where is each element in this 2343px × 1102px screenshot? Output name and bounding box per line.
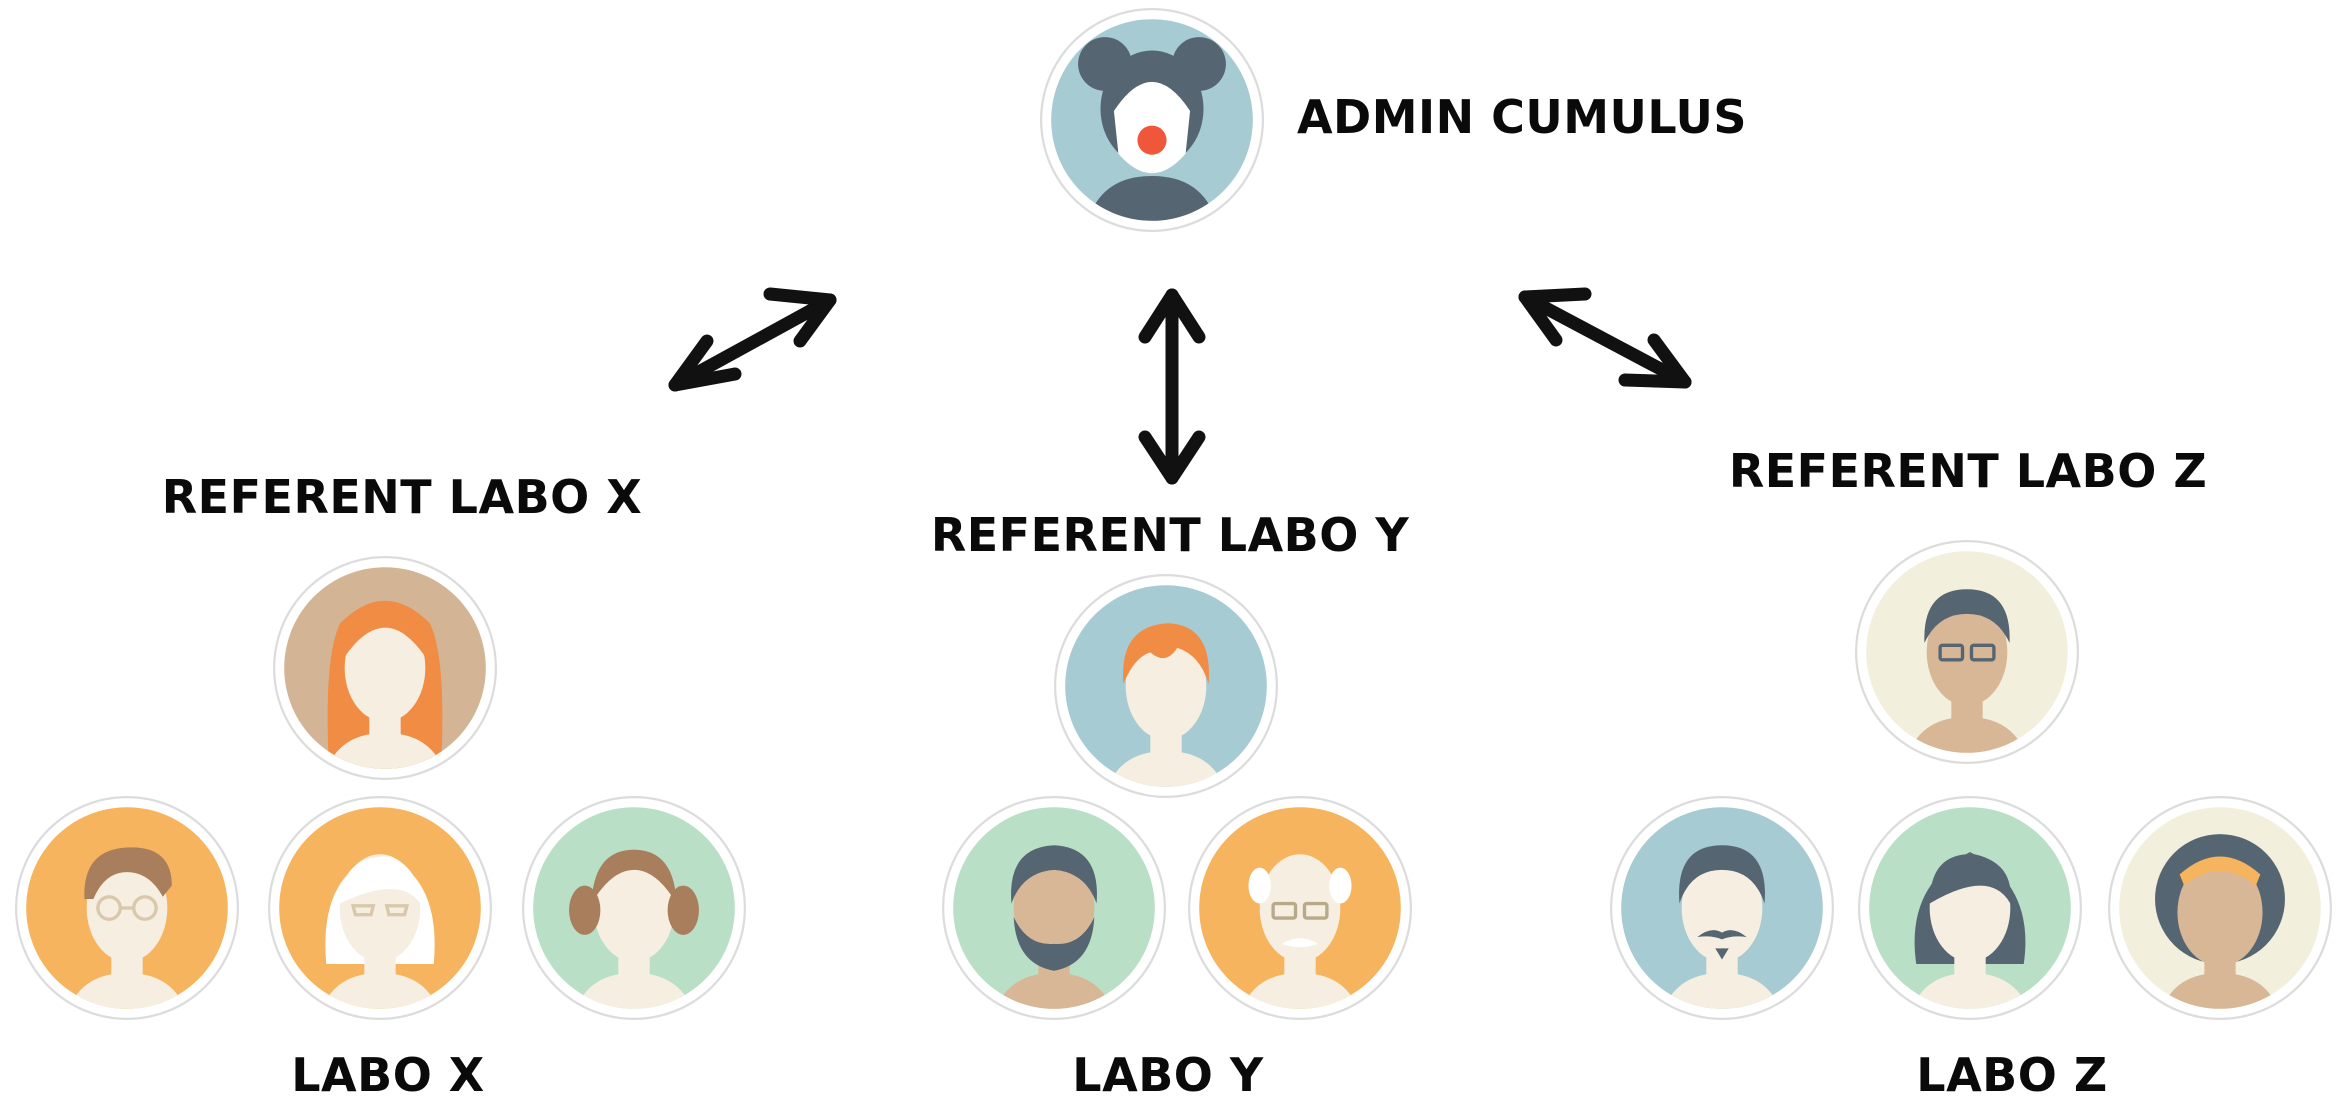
- labo-z-member-1-avatar: [1610, 796, 1834, 1020]
- woman-white-hair-avatar-icon: [268, 796, 492, 1020]
- man-glasses-dark-avatar-icon: [1855, 540, 2079, 764]
- referent-x-avatar: [273, 556, 497, 780]
- mouse-avatar-icon: [1040, 8, 1264, 232]
- team-label-z: LABO Z: [1916, 1048, 2108, 1102]
- admin-label: ADMIN CUMULUS: [1296, 90, 1748, 144]
- old-man-glasses-avatar-icon: [1188, 796, 1412, 1020]
- labo-z-member-2-avatar: [1858, 796, 2082, 1020]
- woman-red-hair-avatar-icon: [273, 556, 497, 780]
- referent-label-z: REFERENT LABO Z: [1728, 444, 2208, 498]
- referent-label-x: REFERENT LABO X: [161, 470, 643, 524]
- man-glasses-avatar-icon: [15, 796, 239, 1020]
- labo-x-member-2-avatar: [268, 796, 492, 1020]
- labo-x-member-1-avatar: [15, 796, 239, 1020]
- labo-y-member-1-avatar: [942, 796, 1166, 1020]
- arrow-admin-to-labo-y: [1138, 288, 1206, 485]
- labo-x-member-3-avatar: [522, 796, 746, 1020]
- woman-headband-avatar-icon: [2108, 796, 2332, 1020]
- man-beard-avatar-icon: [942, 796, 1166, 1020]
- team-label-x: LABO X: [291, 1048, 485, 1102]
- labo-y-member-2-avatar: [1188, 796, 1412, 1020]
- woman-dark-hair-avatar-icon: [1858, 796, 2082, 1020]
- referent-label-y: REFERENT LABO Y: [930, 508, 1410, 562]
- man-mustache-avatar-icon: [1610, 796, 1834, 1020]
- referent-y-avatar: [1054, 574, 1278, 798]
- team-label-y: LABO Y: [1072, 1048, 1264, 1102]
- arrow-admin-to-labo-z: [1518, 287, 1692, 389]
- referent-z-avatar: [1855, 540, 2079, 764]
- woman-buns-avatar-icon: [522, 796, 746, 1020]
- arrow-admin-to-labo-x: [668, 287, 837, 392]
- person-red-hair-avatar-icon: [1054, 574, 1278, 798]
- labo-z-member-3-avatar: [2108, 796, 2332, 1020]
- admin-avatar: [1040, 8, 1264, 232]
